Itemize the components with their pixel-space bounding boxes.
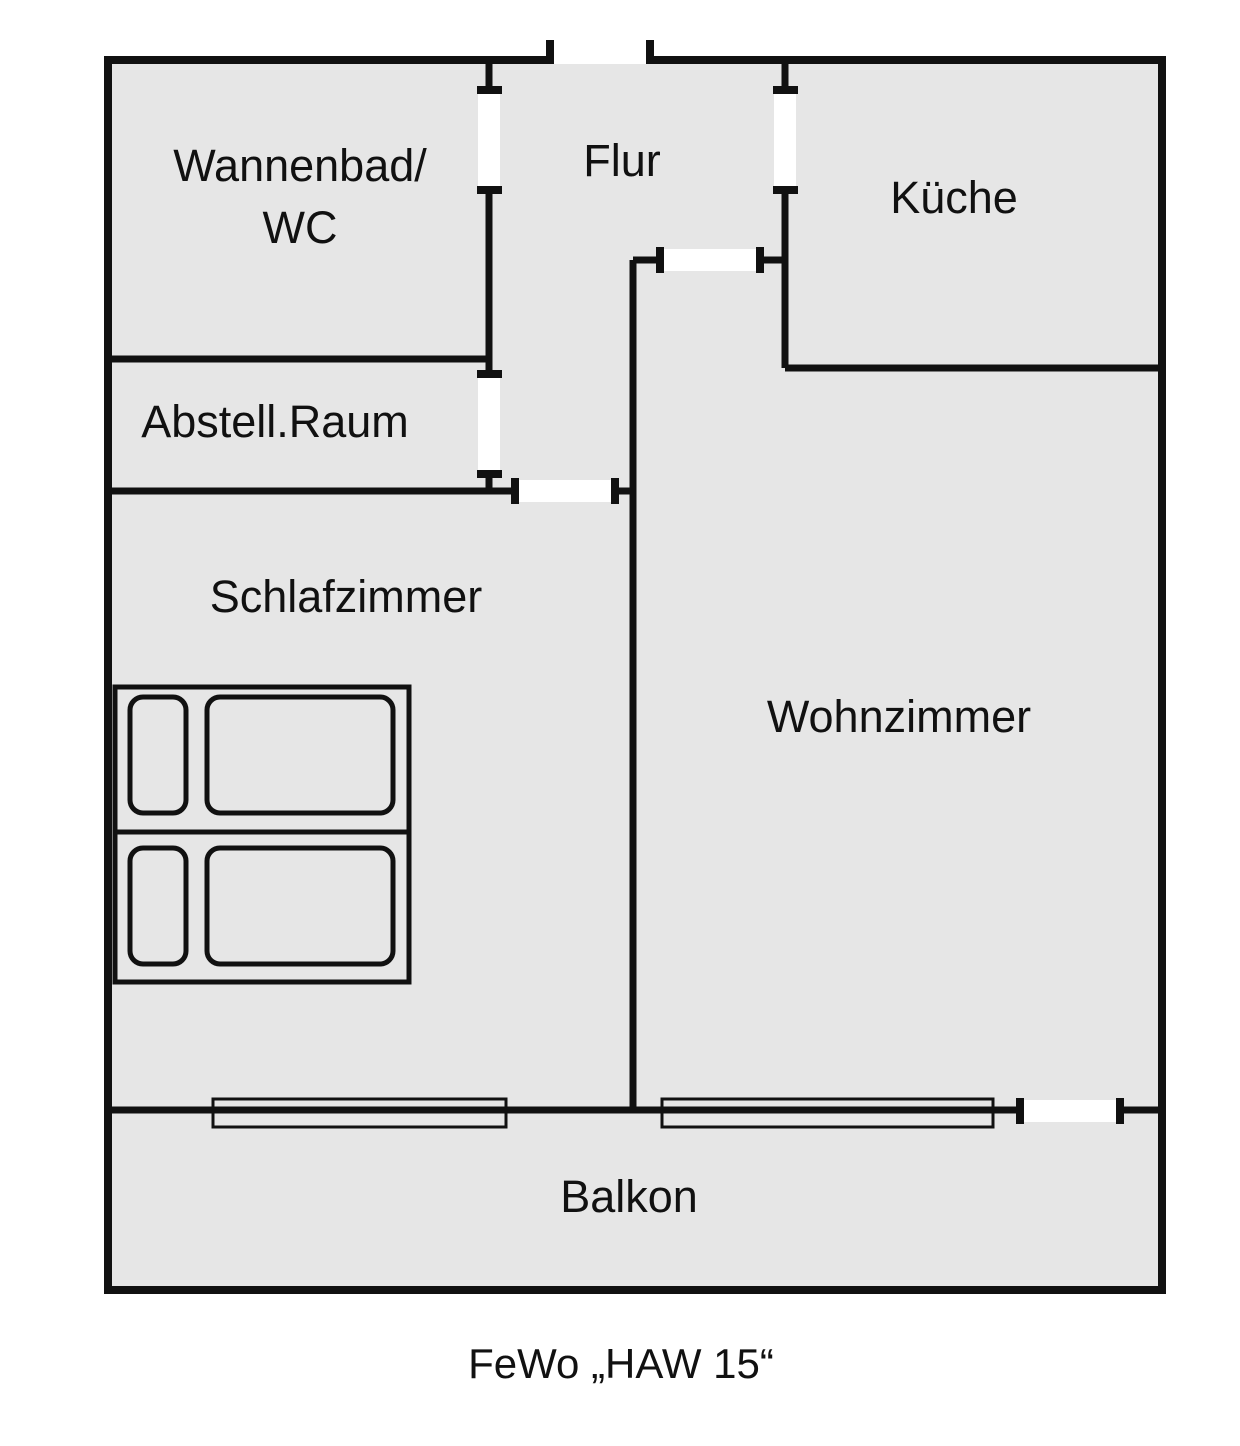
door-bedroom (485, 478, 633, 504)
outer-walls (104, 56, 1166, 1294)
room-label-kitchen: Küche (890, 172, 1018, 223)
room-label-bath: Wannenbad/ (173, 140, 427, 191)
entrance-door (546, 40, 654, 64)
door-bath (477, 86, 502, 194)
pillow (127, 845, 189, 967)
room-label-living: Wohnzimmer (767, 691, 1031, 742)
interior-walls (112, 64, 1158, 1114)
mattress (204, 694, 396, 816)
pillow (127, 694, 189, 816)
plan-caption: FeWo „HAW 15“ (468, 1340, 774, 1387)
room-label-balcony: Balkon (560, 1171, 698, 1222)
double-bed (112, 684, 412, 985)
mattress (204, 845, 396, 967)
door-living (656, 247, 785, 273)
doors (477, 86, 1124, 1124)
room-label-bath-line2: WC (263, 202, 338, 253)
room-label-storage: Abstell.Raum (141, 396, 409, 447)
door-storage (477, 370, 502, 478)
door-balcony (1016, 1098, 1124, 1124)
windows (211, 1097, 995, 1129)
room-label-bedroom: Schlafzimmer (210, 571, 483, 622)
room-label-hall: Flur (583, 135, 661, 186)
door-kitchen (773, 86, 798, 194)
